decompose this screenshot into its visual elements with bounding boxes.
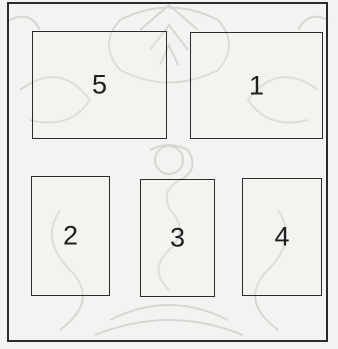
box-4-label: 4 <box>243 222 321 253</box>
box-3-label: 3 <box>141 223 214 254</box>
box-2: 2 <box>31 176 110 296</box>
box-2-label: 2 <box>32 221 109 252</box>
box-3: 3 <box>140 179 215 297</box>
box-1: 1 <box>190 32 323 139</box>
box-1-label: 1 <box>191 70 322 101</box>
box-5-label: 5 <box>33 70 166 101</box>
box-4: 4 <box>242 178 322 296</box>
box-5: 5 <box>32 31 167 139</box>
